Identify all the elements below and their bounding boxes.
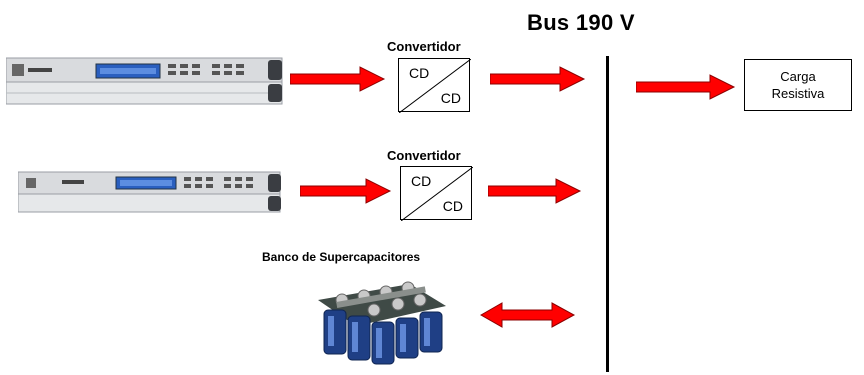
load-line-2: Resistiva	[771, 86, 825, 101]
arrow-psu2-to-converter2	[300, 178, 392, 204]
supercapacitor-bank-image	[312, 270, 450, 373]
power-supply-2	[17, 170, 288, 219]
power-supply-1	[5, 56, 288, 111]
bus-title: Bus 190 V	[527, 10, 635, 35]
resistive-load-box: Carga Resistiva	[744, 59, 852, 111]
supercap-bank-label: Banco de Supercapacitores	[262, 250, 421, 264]
converter-1-box: CD CD	[398, 58, 471, 113]
bidirectional-arrow-supercap-bus	[480, 302, 576, 328]
converter-2-output: CD	[442, 198, 463, 214]
converter-2-input: CD	[411, 173, 432, 189]
arrow-psu1-to-converter1	[290, 66, 386, 92]
converter-2-label: Convertidor	[387, 148, 461, 163]
converter-2-box: CD CD	[400, 166, 473, 221]
arrow-bus-to-load	[636, 74, 736, 100]
load-line-1: Carga	[780, 69, 816, 84]
arrow-converter1-to-bus	[490, 66, 586, 92]
converter-1-output: CD	[440, 90, 461, 106]
dc-bus-line	[606, 56, 609, 372]
arrow-converter2-to-bus	[488, 178, 582, 204]
converter-1-input: CD	[409, 65, 430, 81]
converter-1-label: Convertidor	[387, 39, 461, 54]
